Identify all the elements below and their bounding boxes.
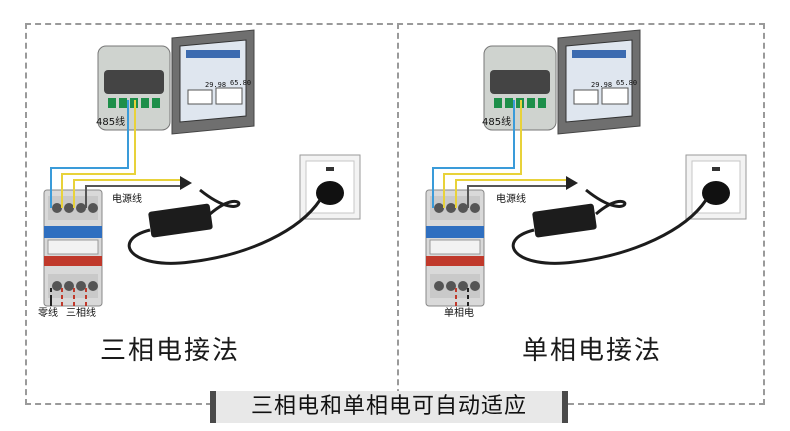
label-three-phase: 三相线	[66, 306, 96, 319]
label-single-phase: 单相电	[444, 306, 474, 319]
label-neutral: 零线	[38, 306, 58, 319]
left-panel: 485线 电源线 零线 三相线 29.98 65.80	[38, 29, 361, 319]
banner-auto-adapt: 三相电和单相电可自动适应	[210, 391, 568, 423]
right-panel: 485线 电源线 单相电 29.98 65.80	[425, 29, 747, 319]
panel-divider	[397, 23, 399, 405]
label-485-right: 485线	[482, 115, 511, 128]
hmi-reading-1-right: 29.98	[591, 81, 612, 89]
label-power-right: 电源线	[496, 192, 526, 205]
hmi-reading-2-left: 65.80	[230, 79, 251, 87]
hmi-reading-2-right: 65.80	[616, 79, 637, 87]
caption-single-phase: 单相电接法	[522, 336, 663, 366]
label-power-left: 电源线	[112, 192, 142, 205]
caption-three-phase: 三相电接法	[100, 336, 241, 366]
label-485-left: 485线	[96, 115, 125, 128]
hmi-reading-1-left: 29.98	[205, 81, 226, 89]
